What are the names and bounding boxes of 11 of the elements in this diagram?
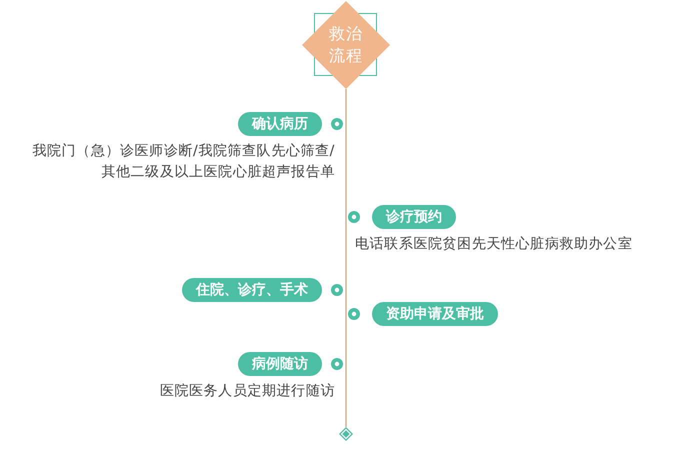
step-description: 医院医务人员定期进行随访: [160, 382, 335, 401]
timeline-line: [345, 89, 347, 427]
step-pill: 病例随访: [238, 352, 322, 376]
step-pill: 诊疗预约: [372, 205, 456, 229]
title-diamond: 救治流程: [302, 1, 390, 89]
step-pill: 资助申请及审批: [372, 302, 498, 326]
end-diamond: [339, 427, 353, 441]
step-pill: 确认病历: [238, 112, 322, 136]
step-description: 电话联系医院贫困先天性心脏病救助办公室: [355, 235, 632, 254]
step-description: 我院门（急）诊医师诊断/我院筛查队先心筛查/其他二级及以上医院心脏超声报告单: [31, 142, 335, 182]
step-pill: 住院、诊疗、手术: [182, 278, 322, 302]
